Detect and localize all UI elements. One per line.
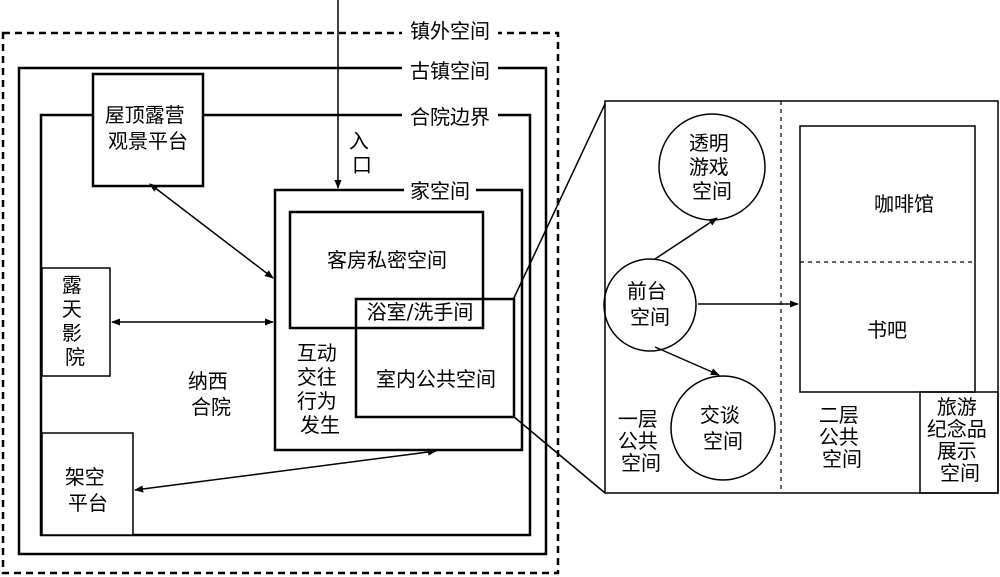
front-desk-to-game-arrow — [654, 217, 718, 260]
open-air-cinema-label: 露 天 影 院 — [62, 273, 88, 369]
second-floor-public-label: 二层 公共 空间 — [819, 403, 865, 471]
open-air-cinema-box — [41, 267, 111, 377]
detail-connector-top — [512, 103, 606, 301]
indoor-public-label: 室内公共空间 — [376, 367, 496, 391]
entrance-label: 入 口 — [349, 129, 375, 177]
interaction-label: 互动 交往 行为 发生 — [297, 341, 343, 437]
front-desk-to-talk-arrow — [654, 346, 720, 376]
bathroom-label: 浴室/洗手间 — [367, 300, 474, 324]
town-outer-boundary — [1, 31, 560, 575]
guest-room-label: 客房私密空间 — [327, 248, 447, 272]
town-outer-label: 镇外空间 — [410, 19, 490, 43]
rooftop-platform-box — [91, 72, 205, 188]
courtyard-boundary-label: 合院边界 — [410, 105, 490, 129]
courtyard-boundary — [39, 113, 532, 537]
indoor-public-box — [354, 297, 516, 419]
book-bar-label: 书吧 — [867, 318, 907, 342]
front-desk-label: 前台 空间 — [627, 279, 673, 329]
cafe-book-bar-box — [799, 125, 976, 393]
cafe-label: 咖啡馆 — [874, 192, 934, 216]
rooftop-platform-label: 屋顶露营 观景平台 — [105, 103, 191, 153]
souvenir-box — [919, 391, 999, 494]
rooftop-home-arrow — [149, 183, 274, 279]
stilt-home-arrow — [134, 448, 437, 493]
stilt-platform-label: 架空 平台 — [65, 465, 111, 515]
front-desk-circle — [603, 258, 697, 352]
guest-room-box — [288, 210, 485, 330]
first-floor-public-label: 一层 公共 空间 — [618, 407, 664, 475]
souvenir-label: 旅游 纪念品 展示 空间 — [927, 395, 993, 485]
ancient-town-boundary — [17, 66, 548, 556]
stilt-platform-box — [41, 432, 134, 536]
talk-space-circle — [670, 375, 776, 481]
detail-connector-bottom — [512, 415, 606, 494]
talk-space-label: 交谈 空间 — [700, 403, 746, 453]
ancient-town-label: 古镇空间 — [410, 59, 490, 83]
naxi-courtyard-label: 纳西 合院 — [188, 369, 234, 419]
transparent-game-label: 透明 游戏 空间 — [689, 131, 735, 203]
home-space-label: 家空间 — [410, 179, 470, 203]
